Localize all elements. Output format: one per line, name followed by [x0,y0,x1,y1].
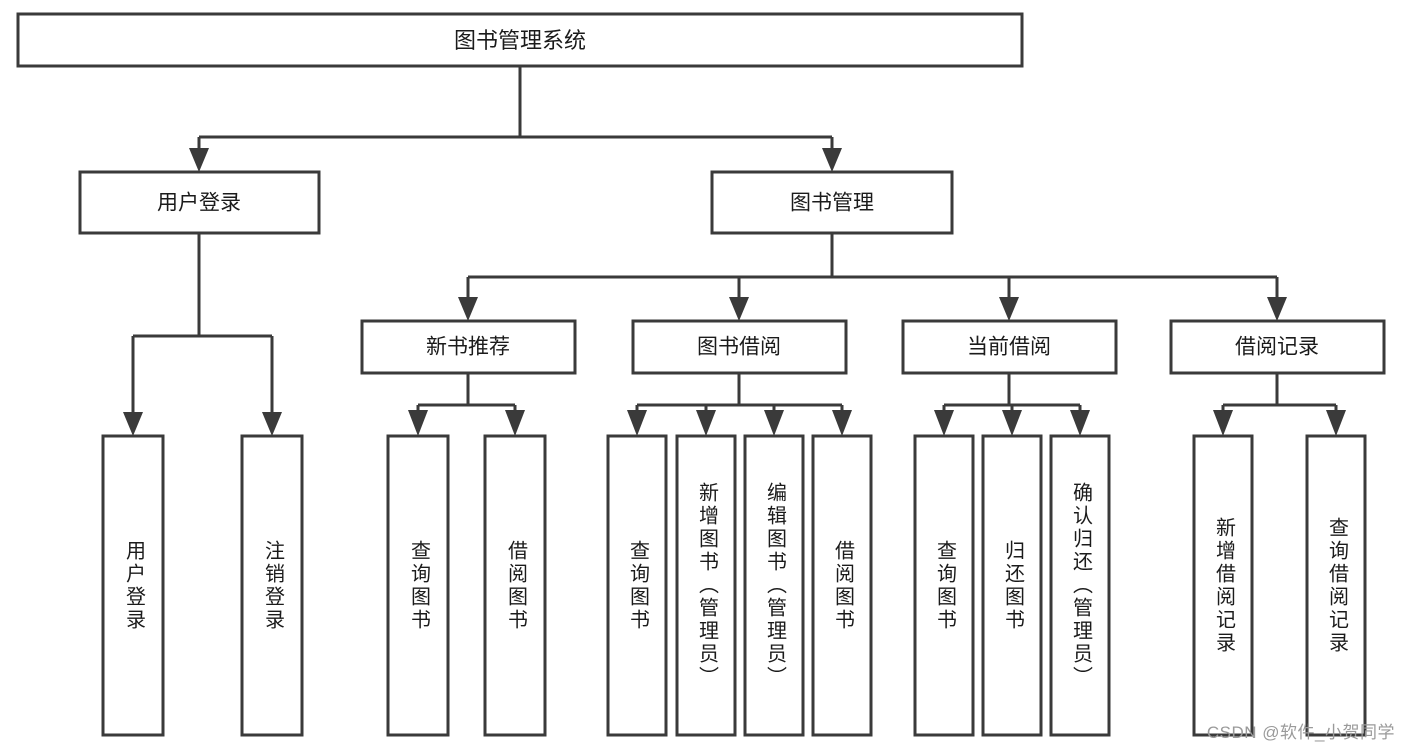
leaf-borrow-book-2[interactable]: 借阅图书 [811,434,873,737]
node-current-borrow-label: 当前借阅 [967,336,1051,359]
connector-userlogin-to-leaves [123,233,282,436]
node-book-borrow[interactable]: 图书借阅 [631,319,848,375]
node-new-book-recommend[interactable]: 新书推荐 [360,319,577,375]
connector-root-to-level2 [189,66,842,172]
connector-newbook-to-leaves [408,373,525,436]
leaf-query-book-3-label: 查询图书 [933,539,956,632]
node-book-manage-label: 图书管理 [790,192,874,215]
node-borrow-record-label: 借阅记录 [1235,336,1319,359]
leaf-return-book-label: 归还图书 [1001,539,1024,632]
leaf-borrow-book-1-label: 借阅图书 [504,539,527,632]
leaf-query-book-2[interactable]: 查询图书 [606,434,668,737]
node-user-login-label: 用户登录 [157,192,241,215]
leaf-confirm-return-label: 确认归还（管理员） [1069,482,1092,689]
node-book-manage[interactable]: 图书管理 [710,170,954,235]
leaf-user-login[interactable]: 用户登录 [101,434,165,737]
node-root-label: 图书管理系统 [454,28,586,53]
leaf-query-book-2-label: 查询图书 [626,539,649,632]
leaf-edit-book-label: 编辑图书（管理员） [763,482,786,689]
leaf-confirm-return[interactable]: 确认归还（管理员） [1049,434,1111,737]
leaf-query-book-3[interactable]: 查询图书 [913,434,975,737]
leaf-query-book-1[interactable]: 查询图书 [386,434,450,737]
connector-borrowrecord-to-leaves [1213,373,1346,436]
leaf-query-record[interactable]: 查询借阅记录 [1305,434,1367,737]
leaf-edit-book[interactable]: 编辑图书（管理员） [743,434,805,737]
leaf-return-book[interactable]: 归还图书 [981,434,1043,737]
leaf-borrow-book-1[interactable]: 借阅图书 [483,434,547,737]
leaf-add-book[interactable]: 新增图书（管理员） [675,434,737,737]
node-current-borrow[interactable]: 当前借阅 [901,319,1118,375]
node-borrow-record[interactable]: 借阅记录 [1169,319,1386,375]
connector-bookmanage-to-level3 [458,233,1287,321]
connector-bookborrow-to-leaves [627,373,852,436]
node-root[interactable]: 图书管理系统 [16,12,1024,68]
node-book-borrow-label: 图书借阅 [697,336,781,359]
leaf-add-book-label: 新增图书（管理员） [695,482,718,689]
leaf-query-book-1-label: 查询图书 [407,539,430,632]
leaf-logout-login[interactable]: 注销登录 [240,434,304,737]
node-user-login[interactable]: 用户登录 [78,170,321,235]
leaf-query-record-label: 查询借阅记录 [1325,516,1348,655]
leaf-add-record[interactable]: 新增借阅记录 [1192,434,1254,737]
csdn-watermark: CSDN @软件_小贺同学 [1206,723,1395,742]
leaf-add-record-label: 新增借阅记录 [1212,516,1235,655]
leaf-user-login-label: 用户登录 [122,539,145,632]
leaf-logout-login-label: 注销登录 [261,539,284,632]
connector-currentborrow-to-leaves [934,373,1090,436]
node-new-book-recommend-label: 新书推荐 [426,336,510,359]
leaf-borrow-book-2-label: 借阅图书 [831,539,854,632]
